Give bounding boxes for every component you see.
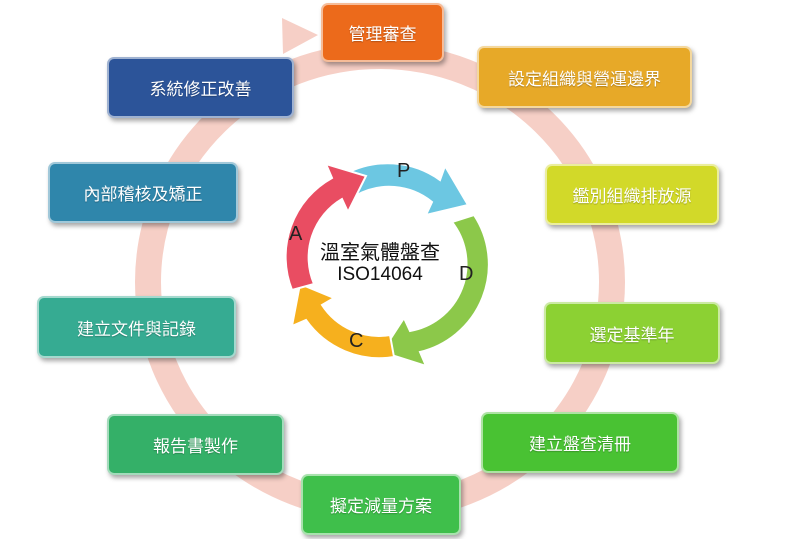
- step-identify-sources: 鑑別組織排放源: [545, 164, 719, 225]
- pdca-letter-a: A: [289, 223, 303, 245]
- pdca-cycle: [284, 162, 490, 368]
- pdca-letter-c: C: [349, 330, 364, 352]
- pdca-letter-d: D: [459, 263, 474, 285]
- cycle-arrowhead: [282, 18, 318, 54]
- step-label: 系統修正改善: [149, 80, 252, 100]
- step-label: 設定組織與營運邊界: [508, 69, 661, 90]
- pdca-plan-arrow: [343, 162, 470, 217]
- center-title: 溫室氣體盤查: [320, 240, 440, 264]
- step-label: 管理審查: [348, 25, 417, 45]
- step-report: 報告書製作: [107, 414, 284, 475]
- step-reduction-plan: 擬定減量方案: [301, 474, 461, 535]
- step-label: 建立文件與記錄: [77, 319, 196, 340]
- step-label: 建立盤查清冊: [529, 435, 631, 455]
- step-system-correction: 系統修正改善: [107, 57, 294, 118]
- pdca-act-arrow: [284, 162, 368, 292]
- step-set-boundaries: 設定組織與營運邊界: [477, 46, 692, 108]
- step-label: 內部稽核及矯正: [83, 185, 203, 205]
- step-internal-audit: 內部稽核及矯正: [48, 162, 238, 223]
- center-subtitle: ISO14064: [337, 264, 423, 285]
- pdca-check-arrow: [290, 282, 396, 360]
- step-build-inventory: 建立盤查清冊: [481, 412, 679, 473]
- step-management-review: 管理審查: [321, 3, 444, 62]
- step-label: 擬定減量方案: [330, 497, 432, 517]
- step-label: 報告書製作: [153, 437, 238, 457]
- step-label: 鑑別組織排放源: [572, 187, 692, 207]
- step-documents-records: 建立文件與記錄: [37, 296, 236, 358]
- step-select-base-year: 選定基準年: [544, 302, 720, 364]
- step-label: 選定基準年: [589, 325, 675, 346]
- pdca-letter-p: P: [397, 160, 411, 182]
